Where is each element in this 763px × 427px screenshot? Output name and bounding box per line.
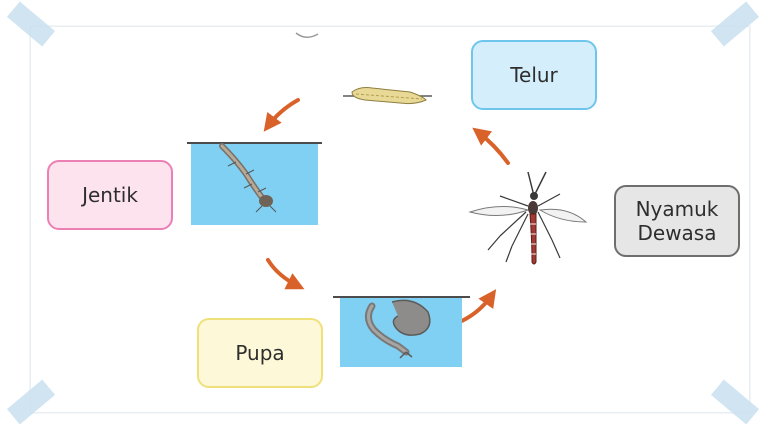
cycle-arrow-icon	[268, 260, 298, 286]
stage-label-nyamuk-dewasa: Nyamuk Dewasa	[614, 185, 740, 257]
cycle-arrow-icon	[268, 100, 298, 126]
cycle-arrow-icon	[478, 132, 508, 163]
stage-label-telur: Telur	[471, 40, 597, 110]
mosquito-icon	[470, 172, 586, 264]
egg-raft-icon	[343, 88, 432, 104]
larva-icon	[187, 143, 322, 225]
stage-label-jentik: Jentik	[47, 160, 173, 230]
pupa-icon	[333, 297, 470, 367]
stage-label-pupa: Pupa	[197, 318, 323, 388]
wing-fragment-icon	[296, 33, 318, 37]
